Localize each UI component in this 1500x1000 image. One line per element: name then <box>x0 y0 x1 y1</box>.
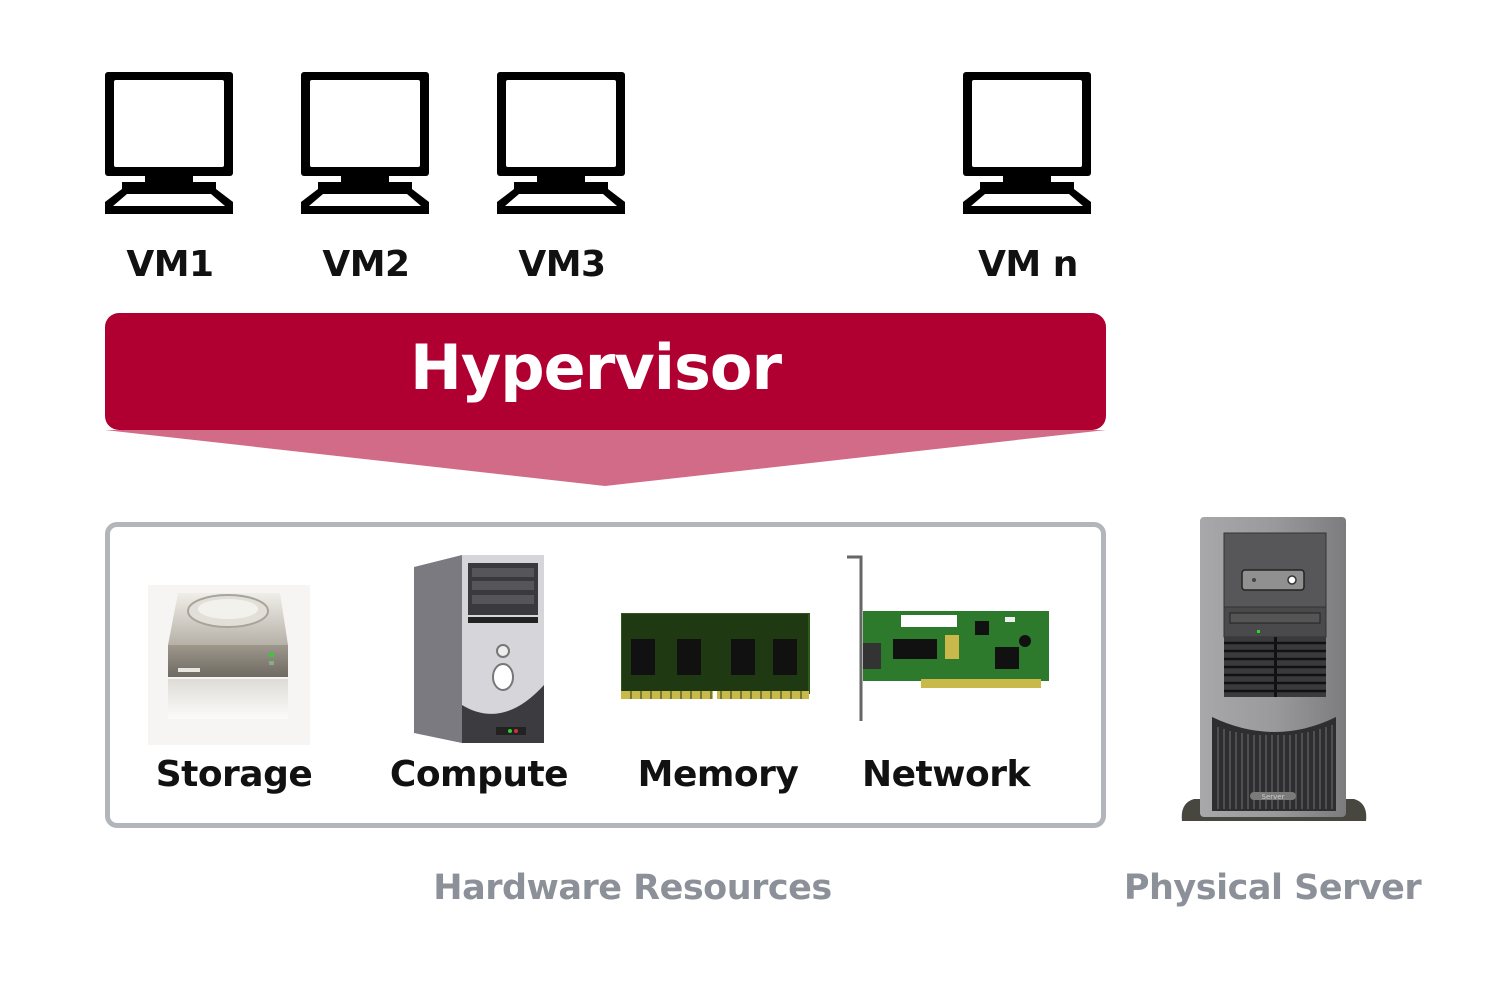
computer-tower-icon <box>414 555 544 743</box>
ram-module-icon <box>621 613 810 701</box>
storage-label: Storage <box>155 754 313 795</box>
vm1-monitor-icon <box>105 72 233 214</box>
vm3-label: VM3 <box>518 244 606 285</box>
vmn-label: VM n <box>978 244 1078 285</box>
vm1-label: VM1 <box>126 244 214 285</box>
hypervisor-funnel <box>105 430 1106 486</box>
compute-label: Compute <box>389 754 569 795</box>
vm3-monitor-icon <box>497 72 625 214</box>
vm2-label: VM2 <box>322 244 410 285</box>
network-label: Network <box>862 754 1030 795</box>
server-badge-text: Server <box>1262 793 1285 801</box>
hardware-resources-caption: Hardware Resources <box>433 868 832 908</box>
hypervisor-label: Hypervisor <box>409 331 782 404</box>
vm2-monitor-icon <box>301 72 429 214</box>
physical-server-caption: Physical Server <box>1123 868 1422 908</box>
memory-label: Memory <box>637 754 799 795</box>
hard-drive-icon <box>148 585 310 745</box>
hardware-resources-box <box>105 522 1106 828</box>
hypervisor-layer: Hypervisor <box>105 313 1106 430</box>
vmn-monitor-icon <box>963 72 1091 214</box>
physical-server-icon: Server <box>1181 517 1367 821</box>
network-card-icon <box>847 555 1049 721</box>
